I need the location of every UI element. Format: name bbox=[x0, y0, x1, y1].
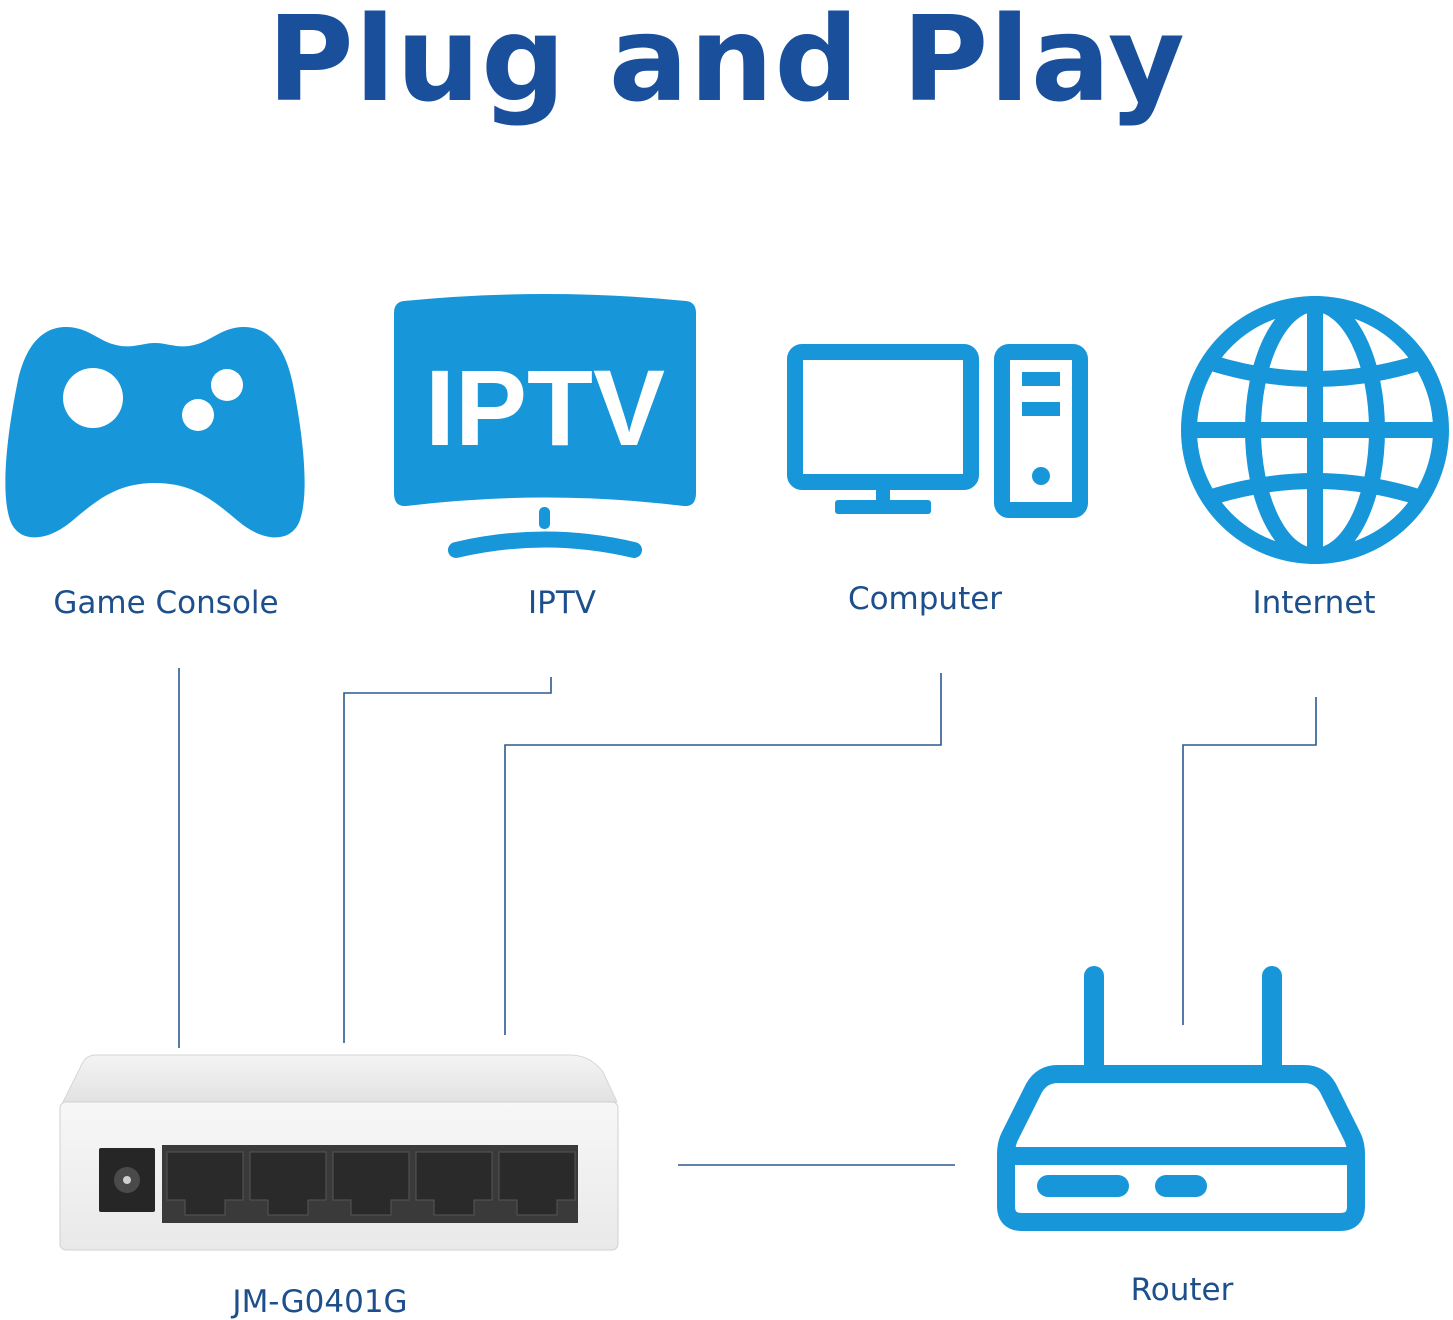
label-iptv: IPTV bbox=[528, 585, 596, 621]
desktop-computer-icon bbox=[787, 344, 1088, 518]
label-switch-model: JM-G0401G bbox=[232, 1284, 408, 1320]
iptv-screen-text: IPTV bbox=[425, 347, 665, 468]
line-computer-to-switch bbox=[504, 673, 942, 1035]
label-game-console: Game Console bbox=[53, 585, 279, 621]
iptv-tv-icon: IPTV bbox=[394, 294, 696, 558]
globe-icon bbox=[1181, 296, 1449, 564]
label-internet: Internet bbox=[1252, 585, 1376, 621]
line-iptv-to-switch bbox=[343, 677, 552, 1043]
gamepad-icon bbox=[5, 327, 305, 538]
line-internet-to-router bbox=[1182, 697, 1317, 1025]
router-icon bbox=[997, 966, 1365, 1231]
label-router: Router bbox=[1130, 1272, 1234, 1308]
page-title: Plug and Play bbox=[267, 0, 1186, 128]
ethernet-switch-image bbox=[59, 1054, 619, 1251]
label-computer: Computer bbox=[847, 581, 1003, 617]
